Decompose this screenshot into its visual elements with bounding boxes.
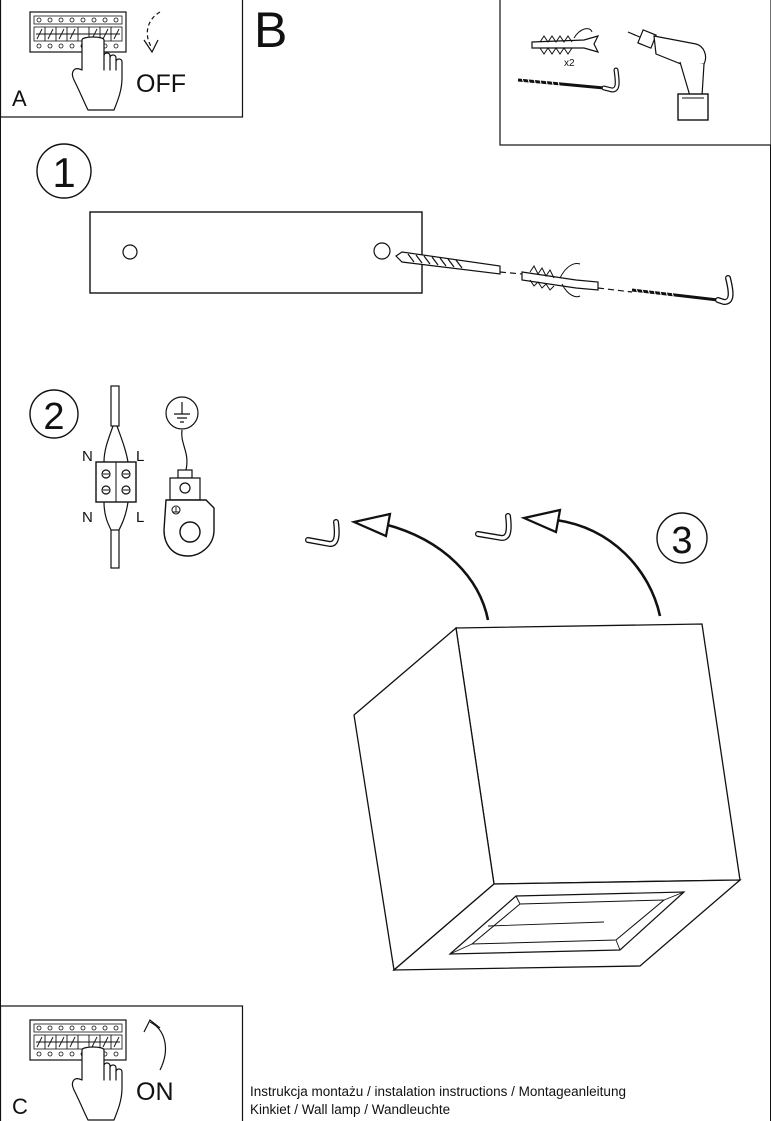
arrow-icon <box>383 522 490 621</box>
live-label: L <box>136 448 144 465</box>
drill-bit-icon <box>395 251 523 275</box>
hook-screw-icon <box>517 67 620 93</box>
step-1: 1 <box>36 143 734 306</box>
step-2-number: 2 <box>43 396 64 438</box>
breaker-box-icon <box>29 11 127 53</box>
mounting-hole <box>122 244 138 260</box>
arrow-icon <box>555 518 662 617</box>
earth-terminal-diagram <box>163 396 215 557</box>
step-3-number: 3 <box>671 520 692 562</box>
terminal-block-diagram: N L N L <box>82 385 144 569</box>
step-2: 2 N L N L <box>29 385 215 569</box>
footer-subtitle: Kinkiet / Wall lamp / Wandleuchte <box>250 1102 451 1117</box>
panel-b-letter: B <box>254 2 287 58</box>
mounting-plate <box>89 211 423 294</box>
mounting-hole <box>373 242 391 260</box>
wall-plug-icon <box>531 28 600 55</box>
neutral-label: N <box>82 509 93 526</box>
switch-down-arrow-icon <box>146 11 161 49</box>
footer-title: Instrukcja montażu / instalation instruc… <box>250 1084 626 1099</box>
panel-c-letter: C <box>12 1094 28 1119</box>
drill-icon <box>627 29 709 121</box>
hook-icon <box>475 513 512 542</box>
panel-a-letter: A <box>12 86 27 111</box>
switch-up-arrow-icon <box>149 1021 167 1071</box>
wall-lamp-illustration <box>353 623 742 972</box>
panel-a: A OFF <box>0 0 244 118</box>
panel-b: B x2 <box>254 0 771 146</box>
step-3: 3 <box>305 508 742 972</box>
panel-a-action: OFF <box>136 70 186 98</box>
step-1-number: 1 <box>52 149 75 196</box>
footer: Instrukcja montażu / instalation instruc… <box>250 1083 626 1119</box>
breaker-box-icon <box>29 1019 127 1061</box>
hook-screw-icon <box>631 275 734 306</box>
quantity-label: x2 <box>564 58 575 69</box>
panel-c: C ON <box>0 1005 244 1121</box>
panel-c-action: ON <box>136 1078 174 1106</box>
hook-icon <box>305 519 340 548</box>
wall-plug-icon <box>521 263 633 298</box>
neutral-label: N <box>82 448 93 465</box>
live-label: L <box>136 509 144 526</box>
